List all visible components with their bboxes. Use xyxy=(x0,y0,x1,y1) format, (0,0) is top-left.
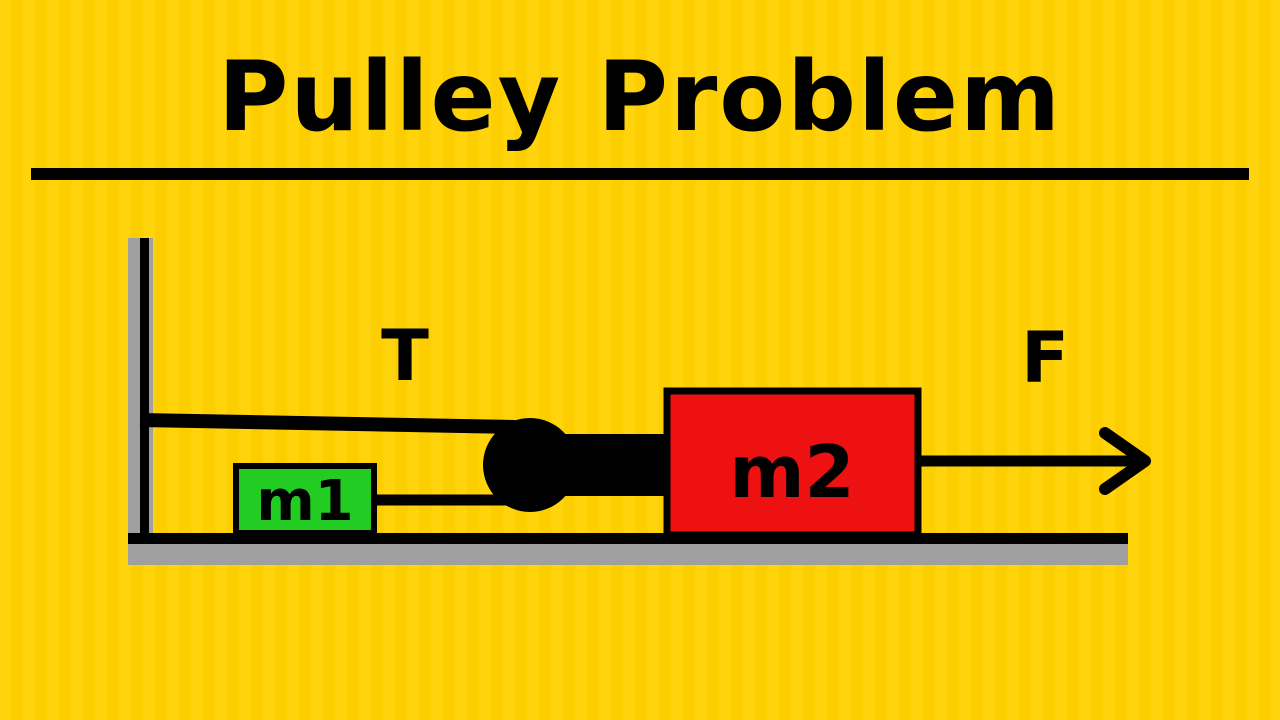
force-label: F xyxy=(1021,317,1069,399)
diagram-title: Pulley Problem xyxy=(217,41,1063,153)
block-m2 xyxy=(663,387,922,539)
floor-gray-face xyxy=(128,543,1128,565)
tension-label: T xyxy=(381,315,429,397)
block-m1 xyxy=(233,463,377,536)
force-arrow-head xyxy=(1099,427,1151,495)
force-arrow xyxy=(920,427,1151,495)
block-m2-label: m2 xyxy=(729,430,854,514)
pulley-wheel xyxy=(483,418,577,512)
upper-rope xyxy=(139,413,516,434)
wall-edge xyxy=(140,238,149,538)
floor-edge xyxy=(128,533,1128,544)
wall xyxy=(128,238,153,538)
floor xyxy=(128,533,1128,565)
title-divider xyxy=(31,168,1249,180)
block-m1-label: m1 xyxy=(256,469,353,534)
